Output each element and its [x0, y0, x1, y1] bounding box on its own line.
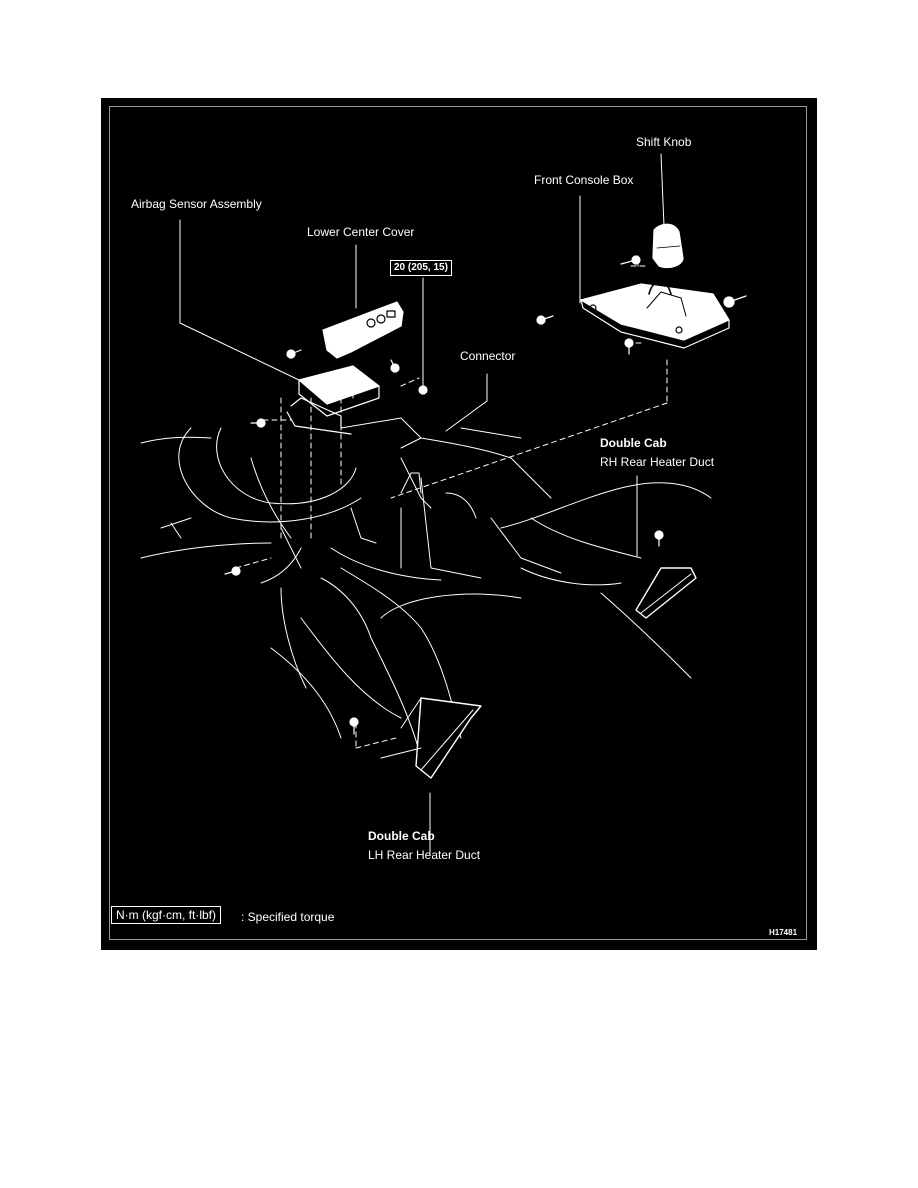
airbag-sensor-drawing — [286, 365, 380, 435]
label-rh-rear-heater-duct: RH Rear Heater Duct — [600, 455, 715, 469]
legend-unit-box: N·m (kgf·cm, ft·lbf) — [111, 906, 221, 924]
label-lh-rear-heater-duct: LH Rear Heater Duct — [368, 848, 481, 862]
label-shift-knob: Shift Knob — [636, 135, 692, 149]
label-connector: Connector — [460, 349, 516, 363]
figure-id: H17481 — [769, 928, 798, 937]
exploded-view-drawing — [140, 153, 747, 854]
torque-value-box: 20 (205, 15) — [390, 260, 452, 276]
lower-center-cover-drawing — [322, 301, 404, 359]
label-lh-duct-title: Double Cab — [368, 829, 435, 843]
legend-description: : Specified torque — [241, 910, 335, 924]
label-front-console-box: Front Console Box — [534, 173, 634, 187]
diagram-frame: Shift Knob Front Console Box Airbag Sens… — [101, 98, 817, 950]
label-lower-center-cover: Lower Center Cover — [307, 225, 415, 239]
vehicle-interior-outline — [140, 417, 712, 779]
diagram-border — [109, 106, 807, 940]
bolts — [224, 255, 747, 735]
shift-knob-drawing — [652, 223, 684, 269]
label-airbag-sensor-assembly: Airbag Sensor Assembly — [131, 197, 262, 211]
label-rh-duct-title: Double Cab — [600, 436, 667, 450]
leader-lines — [179, 153, 665, 854]
front-console-box-drawing — [580, 280, 730, 349]
